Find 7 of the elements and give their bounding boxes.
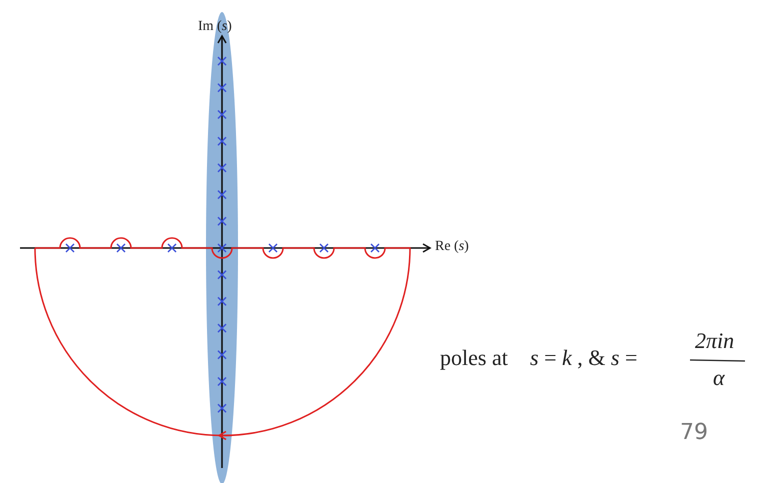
formula-text: s = k , & s = (530, 347, 638, 369)
axis-label: Re (s) (435, 240, 469, 254)
fraction-numerator: 2πin (695, 330, 734, 352)
caption-text: poles at (440, 347, 508, 369)
fraction-denominator: α (713, 367, 725, 389)
axis-label: Im (s) (198, 20, 232, 34)
page-number: 79 (680, 422, 708, 444)
